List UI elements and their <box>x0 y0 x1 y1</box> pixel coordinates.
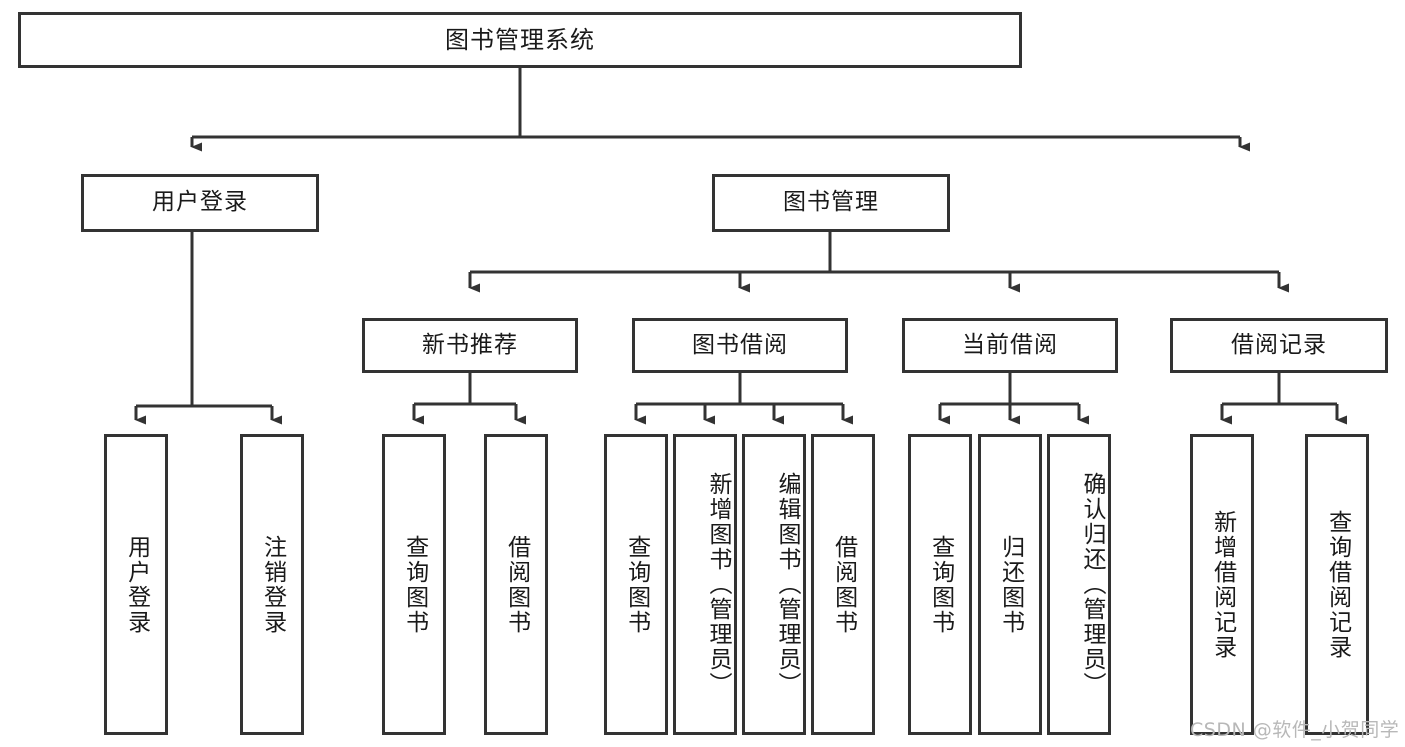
node-label: 注销登录 <box>259 534 286 635</box>
node-leaf-query-borrow-record[interactable]: 查询借阅记录 <box>1305 434 1369 735</box>
node-label: 查询图书 <box>401 534 428 635</box>
node-label: 用户登录 <box>152 189 248 216</box>
node-label: 新增图书（管理员） <box>705 472 731 697</box>
node-leaf-return-book[interactable]: 归还图书 <box>978 434 1042 735</box>
edge-current-borrow-to-leaves <box>938 373 1089 425</box>
node-current-borrow[interactable]: 当前借阅 <box>902 318 1118 373</box>
edge-root-to-level1 <box>190 68 1250 152</box>
node-label: 编辑图书（管理员） <box>774 472 800 697</box>
node-leaf-edit-book-admin[interactable]: 编辑图书（管理员） <box>742 434 806 735</box>
edge-borrow-record-to-leaves <box>1220 373 1347 425</box>
csdn-watermark: CSDN @软件_小贺同学 <box>1190 719 1400 741</box>
edge-book-mgmt-to-level2 <box>468 232 1289 293</box>
node-label: 查询借阅记录 <box>1324 509 1351 660</box>
node-root-book-management-system[interactable]: 图书管理系统 <box>18 12 1022 68</box>
edge-user-login-to-leaves <box>134 232 282 425</box>
node-label: 确认归还（管理员） <box>1079 472 1105 697</box>
node-book-management[interactable]: 图书管理 <box>712 174 950 232</box>
node-leaf-query-book-borrow[interactable]: 查询图书 <box>604 434 668 735</box>
node-user-login[interactable]: 用户登录 <box>81 174 319 232</box>
node-label: 借阅图书 <box>503 534 530 635</box>
node-leaf-add-book-admin[interactable]: 新增图书（管理员） <box>673 434 737 735</box>
node-leaf-add-borrow-record[interactable]: 新增借阅记录 <box>1190 434 1254 735</box>
node-leaf-logout[interactable]: 注销登录 <box>240 434 304 735</box>
node-label: 新增借阅记录 <box>1209 509 1236 660</box>
node-leaf-user-login[interactable]: 用户登录 <box>104 434 168 735</box>
node-label: 图书管理 <box>783 189 879 216</box>
node-label: 当前借阅 <box>962 331 1058 358</box>
node-leaf-query-book-current[interactable]: 查询图书 <box>908 434 972 735</box>
node-label: 查询图书 <box>623 534 650 635</box>
edge-new-book-to-leaves <box>412 373 526 425</box>
node-book-borrow[interactable]: 图书借阅 <box>632 318 848 373</box>
node-label: 图书管理系统 <box>445 25 595 54</box>
node-leaf-borrow-book-recommend[interactable]: 借阅图书 <box>484 434 548 735</box>
node-label: 用户登录 <box>123 534 150 635</box>
node-label: 归还图书 <box>997 534 1024 635</box>
node-leaf-borrow-book[interactable]: 借阅图书 <box>811 434 875 735</box>
node-label: 查询图书 <box>927 534 954 635</box>
node-label: 新书推荐 <box>422 331 518 358</box>
node-leaf-confirm-return-admin[interactable]: 确认归还（管理员） <box>1047 434 1111 735</box>
node-label: 借阅记录 <box>1231 331 1327 358</box>
edge-book-borrow-to-leaves <box>634 373 853 425</box>
node-label: 图书借阅 <box>692 331 788 358</box>
node-borrow-record[interactable]: 借阅记录 <box>1170 318 1388 373</box>
node-new-book-recommend[interactable]: 新书推荐 <box>362 318 578 373</box>
node-leaf-query-book-recommend[interactable]: 查询图书 <box>382 434 446 735</box>
node-label: 借阅图书 <box>830 534 857 635</box>
